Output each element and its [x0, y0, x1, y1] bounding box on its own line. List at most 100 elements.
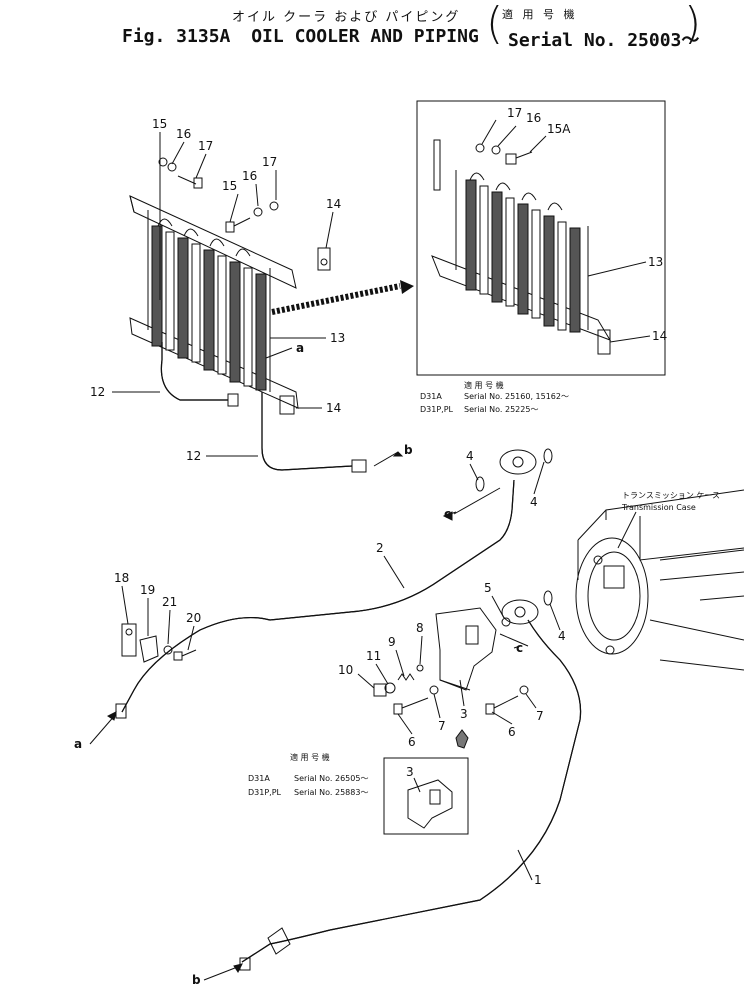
callout-15-mid: 15 — [222, 179, 237, 193]
figure-number: Fig. 3135A — [122, 26, 231, 47]
inset-top-note-title: 適 用 号 機 — [464, 380, 504, 390]
title-japanese: オイル クーラ および パイピング — [232, 10, 461, 25]
inset-top-frame — [416, 100, 666, 376]
callout-14-bottom: 14 — [326, 401, 341, 415]
parts-diagram: 17 16 15A 13 14 適 用 号 機 D31A Serial No. … — [74, 100, 744, 987]
flange-pipe-1 — [501, 599, 539, 625]
callout-b-bottom: b — [192, 973, 201, 987]
callout-16-mid: 16 — [242, 169, 257, 183]
clamp-19 — [139, 635, 159, 663]
figure-title: Fig. 3135A OIL COOLER AND PIPING — [122, 26, 479, 47]
callout-14-top: 14 — [326, 197, 341, 211]
callout-14-inset: 14 — [652, 329, 667, 343]
inset-top-serial-2: Serial No. 25225～ — [464, 405, 538, 414]
callout-4-bottom: 4 — [558, 629, 566, 643]
callout-21: 21 — [162, 595, 177, 609]
figure-header: オイル クーラ および パイピング ( 適 用 号 機 Fig. 3135A O… — [0, 0, 744, 60]
callout-13-inset: 13 — [648, 255, 663, 269]
washer-16-mid — [253, 207, 263, 217]
callout-8: 8 — [416, 621, 424, 635]
fitting-b — [239, 957, 251, 971]
clamp-lower-pipe-1 — [267, 927, 291, 955]
bolt-6-right — [485, 695, 519, 715]
inset-washer-16 — [491, 145, 501, 155]
close-paren: ) — [684, 0, 702, 49]
callout-10: 10 — [338, 663, 353, 677]
callout-7-right: 7 — [536, 709, 544, 723]
pipe-1 — [241, 619, 582, 963]
pipe-2 — [121, 479, 515, 713]
cooler-core — [151, 225, 267, 391]
serial-range: Serial No. 25003～ — [508, 30, 700, 51]
washer-17-mid — [269, 201, 279, 211]
bolt-15-mid — [225, 217, 251, 233]
inset-top-model-1: D31A — [420, 392, 442, 401]
inset-bolt-15a — [505, 151, 533, 165]
spring-9 — [397, 673, 415, 681]
callout-17-inset: 17 — [507, 106, 522, 120]
callout-3: 3 — [460, 707, 468, 721]
callout-a-top: a — [296, 341, 304, 355]
callout-12-upper: 12 — [90, 385, 105, 399]
callout-19: 19 — [140, 583, 155, 597]
valve-block-3-inset — [407, 779, 453, 829]
callout-15-top: 15 — [152, 117, 167, 131]
callout-4-top-left: 4 — [466, 449, 474, 463]
oil-cooler-inset — [431, 139, 612, 355]
callout-2: 2 — [376, 541, 384, 555]
inset-top-serial-1: Serial No. 25160, 15162～ — [464, 392, 569, 401]
callout-17-top: 17 — [198, 139, 213, 153]
inset-pointer-arrow — [271, 283, 401, 315]
inset-bottom-serial-2: Serial No. 25883～ — [294, 788, 368, 797]
applicable-label: 適 用 号 機 — [502, 8, 578, 21]
open-paren: ( — [486, 0, 504, 49]
washer-15-top — [158, 157, 168, 167]
figure-title-english: OIL COOLER AND PIPING — [251, 26, 479, 47]
callout-17-mid: 17 — [262, 155, 277, 169]
callout-6-left: 6 — [408, 735, 416, 749]
inset-bracket — [433, 139, 441, 191]
case-label-en: Transmission Case — [621, 503, 696, 512]
transmission-case — [575, 489, 744, 671]
callout-12-lower: 12 — [186, 449, 201, 463]
washer-7-right — [519, 685, 529, 695]
washer-16-top — [167, 162, 177, 172]
inset-washer-17 — [475, 143, 485, 153]
case-label-jp: トランスミッション ケース — [622, 491, 720, 500]
washer-7-left — [429, 685, 439, 695]
bolt-20 — [173, 649, 197, 661]
bolt-17-top — [177, 175, 203, 189]
callout-11: 11 — [366, 649, 381, 663]
fitting-a — [115, 703, 127, 719]
inset-bottom-model-2: D31P,PL — [248, 788, 282, 797]
inset-bottom-note-title: 適 用 号 機 — [290, 752, 330, 762]
callout-15a-inset: 15A — [547, 122, 571, 136]
bracket-14-top — [317, 247, 331, 271]
callout-6-right: 6 — [508, 725, 516, 739]
o-ring-4-b — [543, 448, 553, 464]
washer-21 — [163, 645, 173, 655]
callout-7-left: 7 — [438, 719, 446, 733]
callout-9: 9 — [388, 635, 396, 649]
bolt-6-left — [393, 697, 429, 715]
inset-bottom-serial-1: Serial No. 26505～ — [294, 774, 368, 783]
washer-11 — [384, 682, 396, 694]
bracket-14-bottom — [279, 395, 295, 415]
callout-20: 20 — [186, 611, 201, 625]
flange-pipe-2 — [499, 449, 537, 475]
ball-8 — [416, 664, 424, 672]
o-ring-4-a — [475, 476, 485, 492]
callout-b-top: b — [404, 443, 413, 457]
inset-top-model-2: D31P,PL — [420, 405, 454, 414]
callout-16-inset: 16 — [526, 111, 541, 125]
callout-13: 13 — [330, 331, 345, 345]
valve-block-3 — [435, 607, 497, 691]
inset-bottom-frame — [383, 757, 469, 835]
inset-bracket-14 — [597, 329, 611, 355]
inset-bottom-model-1: D31A — [248, 774, 270, 783]
direction-marker — [455, 729, 469, 749]
callout-5: 5 — [484, 581, 492, 595]
callout-18: 18 — [114, 571, 129, 585]
plug-10 — [373, 683, 387, 697]
callout-c-bottom: c — [516, 641, 523, 655]
